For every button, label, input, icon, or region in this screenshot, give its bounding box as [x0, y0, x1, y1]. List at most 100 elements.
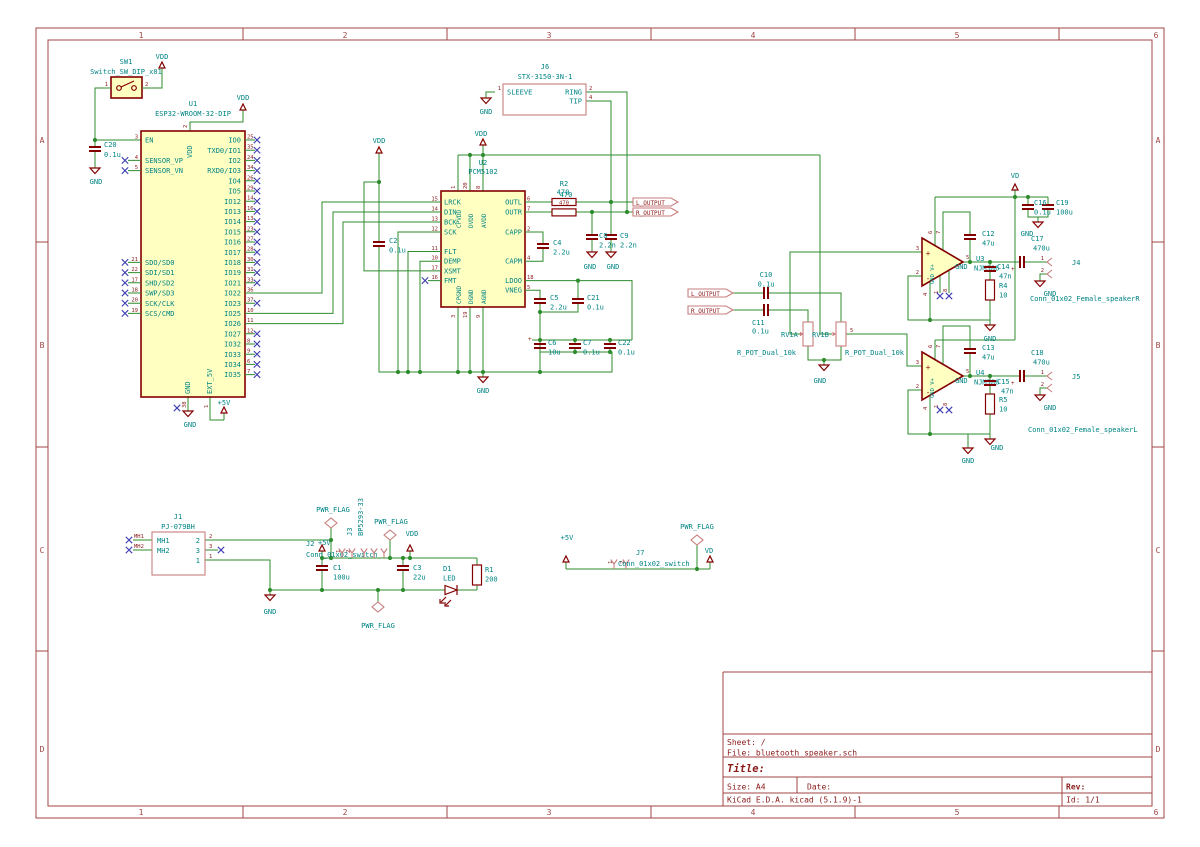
p5v-power-icon	[220, 406, 228, 421]
pwr-flag-label: PWR_FLAG	[316, 506, 350, 514]
pin-number: 33	[247, 277, 254, 283]
value: 470	[559, 201, 569, 207]
pin-name: SDO/SD0	[145, 259, 175, 267]
pin-number: 3	[916, 246, 919, 252]
minus-input: -	[926, 274, 931, 283]
no-connect-icon	[125, 546, 133, 554]
gnd-icon	[264, 589, 276, 602]
pin-number: 4	[135, 155, 139, 161]
pin-name: IO15	[224, 228, 241, 236]
no-connect-icon	[945, 406, 953, 414]
pin-number: 14	[247, 196, 254, 202]
hier-label-r-output-1: R_OUTPUT	[632, 207, 680, 217]
gnd-label: GND	[90, 178, 103, 186]
p5v-power-icon	[562, 555, 570, 570]
pin-name: EXT_5V	[206, 368, 214, 394]
pin-number: 19	[131, 308, 138, 314]
j7-switch-area: +5V 1 2 J7 Conn_01x02_switch PWR_FLAG VD	[561, 523, 714, 570]
pin-number: 2	[916, 384, 919, 390]
ref: C11	[752, 319, 765, 327]
gnd-icon	[477, 371, 489, 384]
no-connect-icon	[217, 546, 225, 554]
polarity-plus: +	[528, 336, 532, 343]
row-label: C	[1156, 546, 1161, 555]
vd-label: VD	[705, 547, 713, 555]
value: 0.1u	[583, 349, 600, 357]
gnd-icon	[89, 162, 101, 175]
pin-name: CAPM	[505, 258, 522, 266]
pin-number: 1	[934, 405, 940, 408]
hier-label-text: R_OUTPUT	[691, 308, 720, 315]
pin-name: TIP	[569, 98, 582, 106]
u3-amplifier: + - GND V+ 3 2 5 6 7 4 1 8 GND U3 NJM386…	[916, 231, 1000, 343]
female-pin-icon	[1046, 383, 1053, 393]
amp-inner-labels: GND V+	[930, 263, 936, 284]
p5v-label: +5V	[318, 539, 331, 547]
ref: R2	[560, 180, 568, 188]
gnd-label: GND	[184, 421, 197, 429]
pin-name: DGND	[468, 289, 475, 304]
value: 470u	[1033, 245, 1050, 253]
pin-name: SHD/SD2	[145, 279, 175, 287]
ref: U1	[189, 100, 197, 108]
pwr-flag-icon	[690, 534, 704, 558]
pin-name: LRCK	[444, 198, 462, 206]
pin-name: FMT	[444, 277, 457, 285]
gnd-label: GND	[1044, 404, 1057, 412]
capacitor-icon	[603, 338, 617, 354]
pin-number: 1	[336, 550, 342, 553]
capacitor-icon	[758, 286, 774, 300]
pin-name: IO22	[224, 290, 241, 298]
no-connect-icon	[945, 292, 953, 300]
capacitor-icon	[533, 293, 547, 309]
vdd-label: VDD	[475, 130, 488, 138]
value: ESP32-WROOM-32-DIP	[155, 110, 231, 118]
vdd-power-icon	[239, 103, 247, 118]
pin-number: 1	[209, 554, 212, 560]
pin-number: 13	[247, 216, 254, 222]
pin-name: IO5	[228, 188, 241, 196]
pin-name: OUTL	[505, 198, 522, 206]
pin-number: 3	[451, 315, 457, 318]
ref: C19	[1056, 199, 1069, 207]
pin-number: 2	[1041, 268, 1044, 274]
pin-number: 2	[916, 270, 919, 276]
pin-name: 1	[196, 557, 200, 565]
value: 470	[560, 191, 573, 199]
pin-number: 34	[247, 165, 254, 171]
pin-number: 3	[916, 360, 919, 366]
value: 0.1u	[104, 151, 121, 159]
pin-name: BCK	[444, 218, 457, 226]
pin-number: 6	[928, 231, 934, 234]
pin-name: 2	[196, 537, 200, 545]
value: 47u	[982, 240, 995, 248]
pin-number: 12	[431, 227, 438, 233]
pin-name: IO4	[228, 177, 241, 185]
junction-dots	[92, 137, 1031, 593]
gnd-label: GND	[955, 377, 968, 385]
pin-name: IO23	[224, 300, 241, 308]
minus-input: -	[926, 388, 931, 397]
pin-number: 2	[589, 86, 592, 92]
ref: SW1	[120, 58, 133, 66]
gnd-label: GND	[264, 608, 277, 616]
hier-label-text: R_OUTPUT	[636, 210, 665, 217]
gnd-label: GND	[955, 263, 968, 271]
value: 2.2n	[599, 242, 616, 250]
row-label: A	[40, 136, 45, 145]
pwr-flag-icon	[324, 517, 338, 541]
col-label: 1	[139, 808, 144, 817]
pin-number: 2	[145, 82, 148, 88]
pin-number: 1	[498, 86, 501, 92]
pin-number: 19	[463, 311, 469, 318]
pin-number: 36	[247, 288, 254, 294]
pin-number: 8	[476, 186, 482, 189]
dac-capacitors: C42.2u C82.2n C92.2n GND GND C52.2u C210…	[528, 229, 637, 357]
pin-number: 11	[431, 246, 438, 252]
no-connect-icon	[121, 258, 129, 267]
title-block-kicad: KiCad E.D.A. kicad (5.1.9)-1	[727, 796, 862, 805]
row-label: C	[40, 546, 45, 555]
pin-name: IO35	[224, 371, 241, 379]
